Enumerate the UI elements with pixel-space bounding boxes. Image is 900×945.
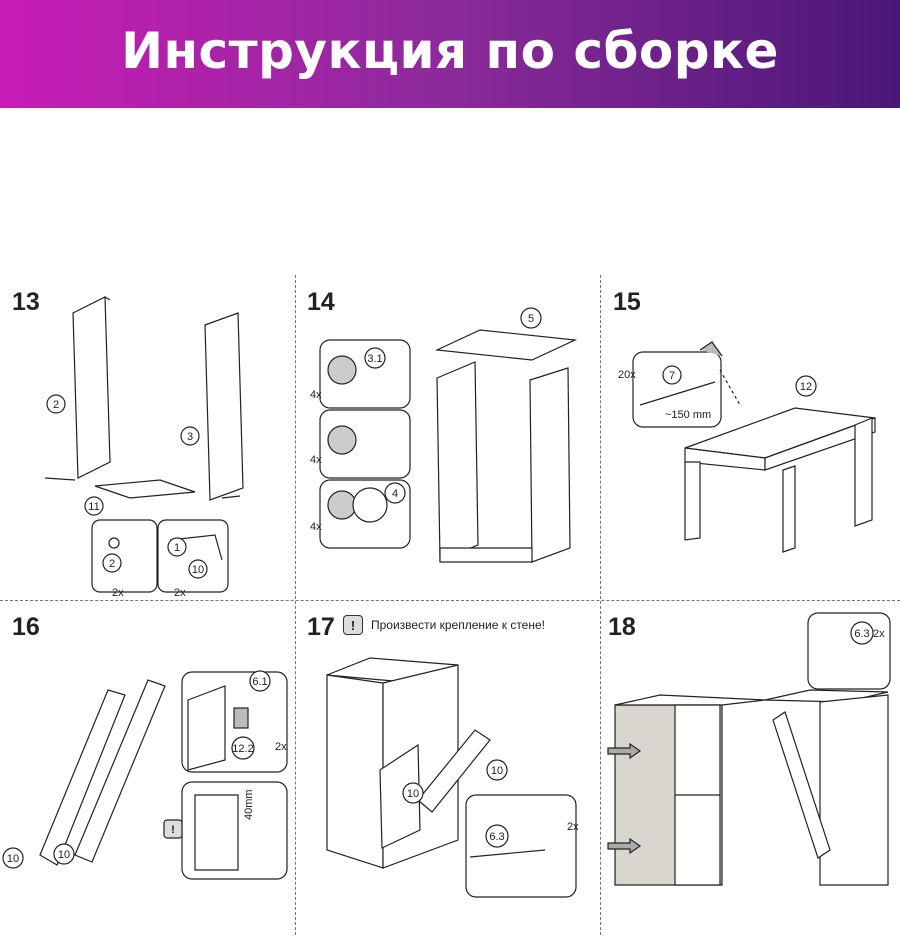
- step-15-diagram: 7 12 20x ~150 mm: [618, 341, 876, 553]
- count-label: 2x: [112, 587, 124, 599]
- count-label: 4x: [310, 521, 322, 533]
- label-text: 12.2: [232, 743, 253, 755]
- count-label: 4x: [310, 389, 322, 401]
- dimension-label: ~150 mm: [665, 409, 711, 421]
- label-text: 6.1: [252, 676, 267, 688]
- divider: [295, 275, 296, 935]
- step-number: 17: [307, 613, 335, 641]
- label-text: 2: [53, 399, 59, 411]
- label-text: 6.3: [854, 628, 869, 640]
- label-text: 10: [7, 853, 19, 865]
- label-text: 3: [187, 431, 193, 443]
- step-number: 13: [12, 288, 40, 316]
- label-text: 11: [88, 501, 99, 513]
- label-text: 7: [669, 370, 675, 382]
- count-label: 2x: [567, 821, 579, 833]
- count-label: 2x: [873, 628, 885, 640]
- wall-mount-note: ! Произвести крепление к стене!: [343, 615, 545, 635]
- count-label: 20x: [618, 369, 636, 381]
- label-text: 2: [109, 558, 115, 570]
- label-text: 10: [58, 849, 70, 861]
- label-text: 12: [800, 381, 812, 393]
- count-label: 4x: [310, 454, 322, 466]
- note-text: Произвести крепление к стене!: [371, 618, 545, 632]
- divider: [0, 600, 900, 601]
- step-18-diagram: 6.3 2x: [607, 612, 891, 886]
- step-17-diagram: 10 10 6.3 2x: [326, 657, 579, 898]
- warning-icon: !: [343, 615, 363, 635]
- warning-icon: !: [171, 824, 175, 836]
- step-number: 14: [307, 288, 335, 316]
- step-number: 16: [12, 613, 40, 641]
- page-title: Инструкция по сборке: [121, 22, 779, 80]
- step-13-diagram: 2 3 11 2 1 10 2x 2x: [44, 296, 244, 599]
- part-label: 2 3 11 2 1 10: [46, 394, 208, 579]
- divider: [600, 275, 601, 935]
- step-14-diagram: 5 3.1 4 4x 4x 4x: [310, 307, 578, 563]
- label-text: 1: [174, 542, 180, 554]
- label-text: 4: [392, 488, 398, 500]
- label-text: 5: [528, 313, 534, 325]
- step-number: 18: [608, 613, 636, 641]
- step-number: 15: [613, 288, 641, 316]
- label-text: 6.3: [489, 831, 504, 843]
- label-text: 10: [491, 765, 503, 777]
- count-label: 2x: [174, 587, 186, 599]
- label-text: 3.1: [367, 353, 382, 365]
- label-text: 10: [192, 564, 204, 576]
- count-label: 2x: [275, 741, 287, 753]
- header-banner: Инструкция по сборке: [0, 0, 900, 108]
- dimension-label: 40mm: [243, 789, 255, 820]
- label-text: 10: [407, 788, 419, 800]
- step-16-diagram: ! 6.1 12.2 10 10 2x 40mm: [2, 670, 288, 880]
